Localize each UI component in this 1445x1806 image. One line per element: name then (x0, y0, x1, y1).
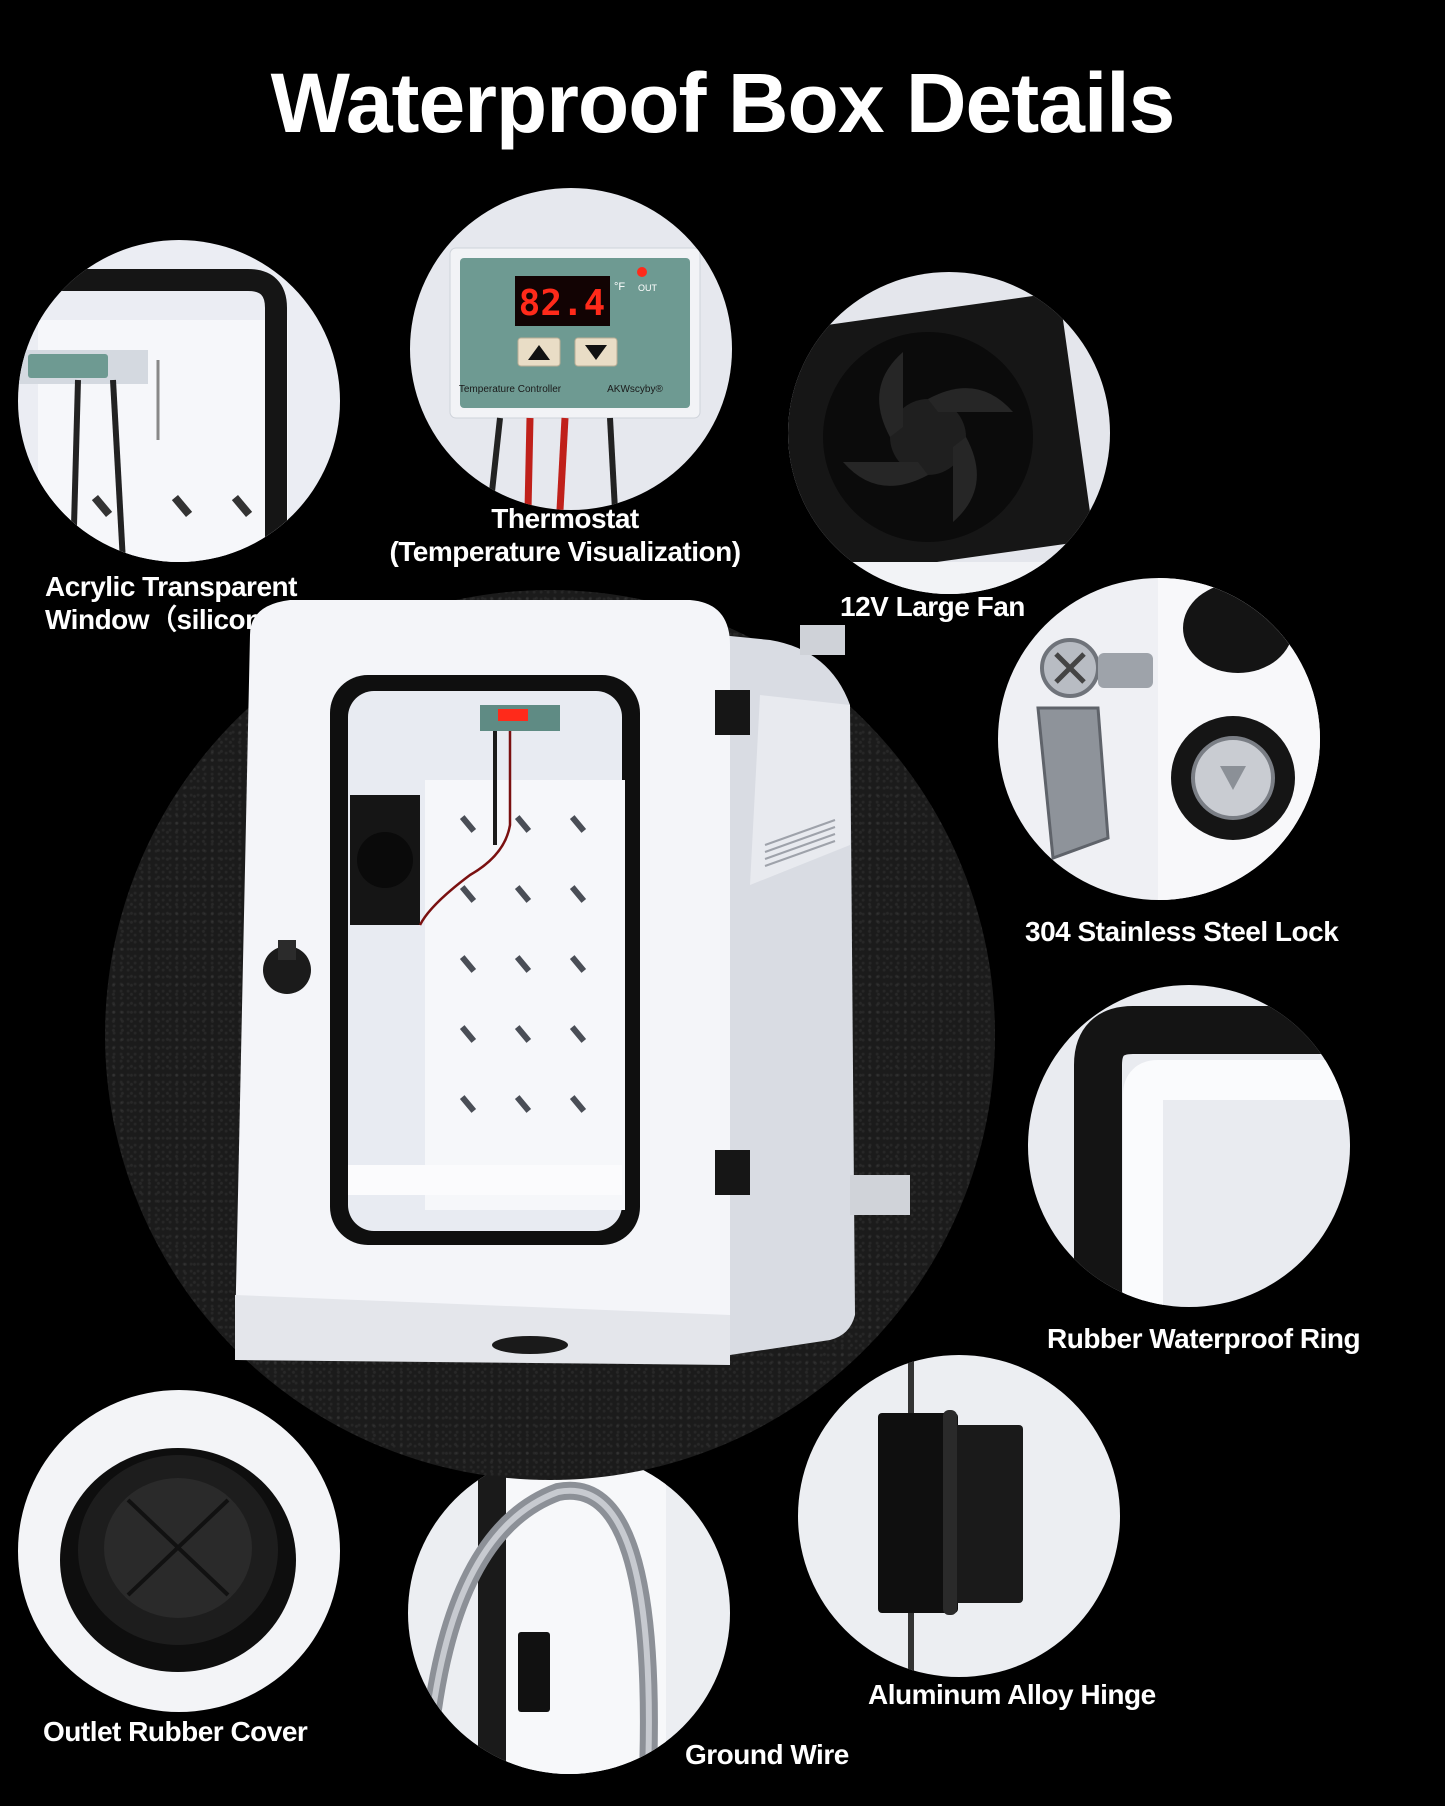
down-arrow-icon (585, 345, 607, 360)
label-fan: 12V Large Fan (840, 591, 1025, 622)
up-arrow-icon (528, 345, 550, 360)
acrylic-window-photo (18, 240, 340, 562)
status-led-icon (637, 267, 647, 277)
fan-photo (788, 272, 1110, 594)
thermostat-out: OUT (638, 283, 658, 293)
ground-wire-photo (408, 1452, 730, 1774)
page-title: Waterproof Box Details (270, 56, 1176, 150)
hinge-photo (798, 1355, 1120, 1677)
label-rubber-ring: Rubber Waterproof Ring (1047, 1323, 1361, 1354)
thermostat-reading: 82.4 (519, 283, 606, 324)
thermostat-photo: 82.4 °F OUT Temperature Controller AKWsc… (410, 188, 732, 510)
label-lock: 304 Stainless Steel Lock (1025, 916, 1339, 947)
label-ground-wire: Ground Wire (685, 1739, 849, 1770)
main-product-box (235, 600, 910, 1365)
label-thermostat: Thermostat (Temperature Visualization) (389, 503, 741, 567)
outlet-cover-photo (18, 1390, 340, 1712)
thermostat-brand: AKWscyby® (607, 384, 663, 395)
lock-photo (998, 578, 1320, 900)
label-hinge: Aluminum Alloy Hinge (868, 1679, 1156, 1710)
thermostat-model: Temperature Controller (459, 384, 562, 395)
rubber-ring-photo (1028, 985, 1350, 1307)
label-outlet-cover: Outlet Rubber Cover (43, 1716, 308, 1747)
thermostat-unit: °F (614, 281, 625, 293)
